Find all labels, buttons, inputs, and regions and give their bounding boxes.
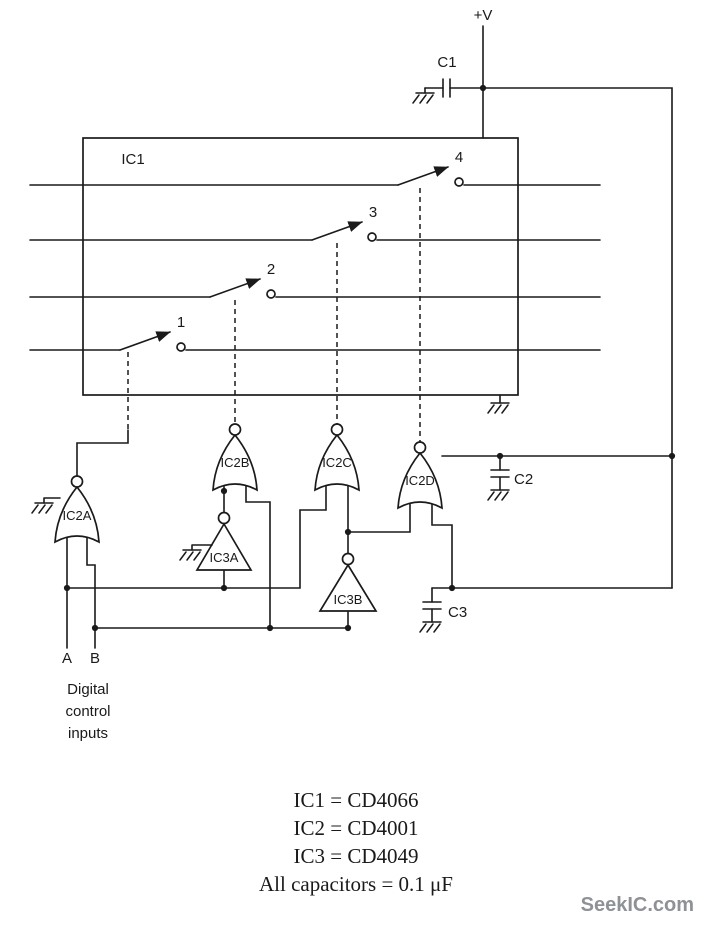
capacitor-c1 <box>412 78 484 104</box>
switch-arm <box>311 221 363 241</box>
junction-dot <box>668 452 676 460</box>
capacitor-plates <box>490 469 510 478</box>
ic3b-label: IC3B <box>334 592 363 607</box>
legend-line-1: IC1 = CD4066 <box>293 788 418 812</box>
junction-dot <box>344 624 352 632</box>
inverter-ic3b <box>318 552 378 612</box>
right-rail-wire <box>482 87 673 589</box>
legend: IC1 = CD4066 IC2 = CD4001 IC3 = CD4049 A… <box>259 788 453 896</box>
junction-dot <box>63 584 71 592</box>
nor-gate-ic2a <box>31 475 100 544</box>
ground-icon <box>487 489 510 501</box>
junction-dot <box>220 584 228 592</box>
switch-channel-3 <box>29 221 601 424</box>
input-b-wire <box>86 533 96 649</box>
switch-channel-2 <box>29 278 601 424</box>
switch-contact <box>176 342 186 352</box>
junction-dot <box>91 624 99 632</box>
capacitor-c1-label: C1 <box>437 54 456 71</box>
output-bubble-icon <box>228 423 242 436</box>
switch-contact <box>266 289 276 299</box>
legend-line-3: IC3 = CD4049 <box>293 844 418 868</box>
ground-icon <box>31 502 54 514</box>
ground-icon <box>419 621 442 633</box>
capacitor-plates <box>442 78 451 98</box>
power-label: +V <box>474 7 493 24</box>
a-branch-wire <box>66 482 327 589</box>
switch-2-label: 2 <box>267 261 275 278</box>
caption-line-1: Digital <box>67 681 109 698</box>
switch-channel-4 <box>29 166 601 442</box>
nor-gate-ic2c <box>314 423 360 492</box>
ground-icon <box>179 549 202 561</box>
ic2a-output-wire <box>76 429 129 477</box>
junction-dot <box>220 487 228 495</box>
legend-line-2: IC2 = CD4001 <box>293 816 418 840</box>
labels: +V C1 IC1 4 3 2 1 IC2A IC2B IC2C IC2D IC… <box>62 7 533 742</box>
switch-1-label: 1 <box>177 314 185 331</box>
watermark-text: SeekIC.com <box>581 894 694 916</box>
inverter-bubble-icon <box>217 511 231 525</box>
ic2d-label: IC2D <box>405 473 435 488</box>
nor-gate-body <box>314 433 360 492</box>
junction-dot <box>479 84 487 92</box>
switch-3-label: 3 <box>369 204 377 221</box>
ic3a-label: IC3A <box>210 550 239 565</box>
output-bubble-icon <box>413 441 427 454</box>
ic2c-label: IC2C <box>322 455 352 470</box>
inverter-ic3a <box>179 511 253 571</box>
input-b-label: B <box>90 650 100 667</box>
junction-dot <box>266 624 274 632</box>
ground-icon <box>412 92 435 104</box>
switch-contact <box>454 177 464 187</box>
ic2b-label: IC2B <box>221 455 250 470</box>
nor-gate-ic2d <box>397 441 443 510</box>
capacitor-c2-label: C2 <box>514 471 533 488</box>
capacitor-c3 <box>419 587 442 633</box>
gnd-stub <box>191 544 213 551</box>
ic2b-input-wire <box>245 482 271 629</box>
ic1-label: IC1 <box>121 151 144 168</box>
ic2d-left-input-wire <box>347 500 411 533</box>
switch-arm <box>209 278 261 298</box>
ic2d-right-input-wire <box>431 500 453 589</box>
gnd-stub <box>43 497 61 504</box>
ic1-block <box>82 137 519 414</box>
junction-dot <box>448 584 456 592</box>
switch-arm <box>397 166 449 186</box>
control-wiring <box>66 429 453 649</box>
nor-gate-ic2b <box>212 423 258 492</box>
junction-dot <box>344 528 352 536</box>
switch-arm <box>119 331 171 351</box>
input-a-label: A <box>62 650 72 667</box>
output-bubble-icon <box>70 475 84 488</box>
capacitor-c3-label: C3 <box>448 604 467 621</box>
switch-contact <box>367 232 377 242</box>
junction-dot <box>496 452 504 460</box>
nor-gate-body <box>212 433 258 492</box>
switch-4-label: 4 <box>455 149 463 166</box>
ic1-outline <box>82 137 519 396</box>
caption-line-3: inputs <box>68 725 108 742</box>
nor-gate-body <box>397 451 443 510</box>
switch-channel-1 <box>29 331 601 430</box>
ground-icon <box>487 402 510 414</box>
caption-line-2: control <box>65 703 110 720</box>
inverter-body <box>318 563 378 612</box>
junction-dots <box>63 84 676 632</box>
inverter-bubble-icon <box>341 552 355 566</box>
power-rail <box>431 25 673 589</box>
ic2a-label: IC2A <box>63 508 92 523</box>
inverter-body <box>195 522 253 571</box>
capacitor-c2 <box>487 455 510 501</box>
capacitor-plates <box>422 601 442 610</box>
output-bubble-icon <box>330 423 344 436</box>
nor-gate-body <box>54 485 100 544</box>
legend-line-4: All capacitors = 0.1 μF <box>259 872 453 896</box>
